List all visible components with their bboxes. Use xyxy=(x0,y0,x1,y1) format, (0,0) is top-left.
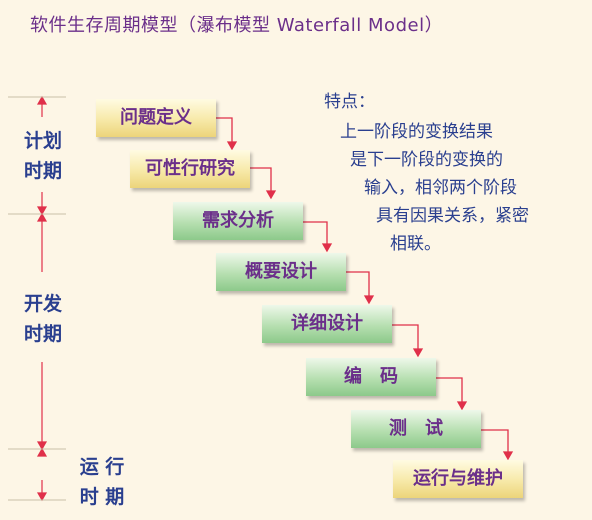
phase-development-line1: 开发 xyxy=(23,293,62,315)
stage-coding: 编 码 xyxy=(306,358,436,396)
features-line: 上一阶段的变换结果 xyxy=(340,122,493,142)
stage-operation-maintenance: 运行与维护 xyxy=(393,460,523,498)
stage-problem-definition: 问题定义 xyxy=(96,99,216,137)
stage-testing: 测 试 xyxy=(351,410,481,448)
phase-label-planning: 计划 时期 xyxy=(20,126,66,186)
features-heading: 特点： xyxy=(324,92,375,112)
phase-planning-line2: 时期 xyxy=(23,160,62,182)
phase-operation-line1: 运 行 xyxy=(79,456,125,478)
phase-operation-line2: 时 期 xyxy=(79,486,125,508)
features-line: 具有因果关系，紧密 xyxy=(376,206,529,226)
phase-label-development: 开发 时期 xyxy=(20,289,66,349)
features-line: 相联。 xyxy=(390,234,441,254)
features-line: 是下一阶段的变换的 xyxy=(350,150,503,170)
stage-detailed-design: 详细设计 xyxy=(262,305,392,343)
phase-planning-line1: 计划 xyxy=(23,130,62,152)
phase-label-operation: 运 行 时 期 xyxy=(62,452,142,512)
stage-feasibility-study: 可性行研究 xyxy=(130,150,250,188)
stage-high-level-design: 概要设计 xyxy=(216,253,346,291)
page-title: 软件生存周期模型（瀑布模型 Waterfall Model） xyxy=(30,15,444,36)
features-line: 输入，相邻两个阶段 xyxy=(364,178,517,198)
phase-development-line2: 时期 xyxy=(23,323,62,345)
stage-requirements-analysis: 需求分析 xyxy=(173,202,303,240)
